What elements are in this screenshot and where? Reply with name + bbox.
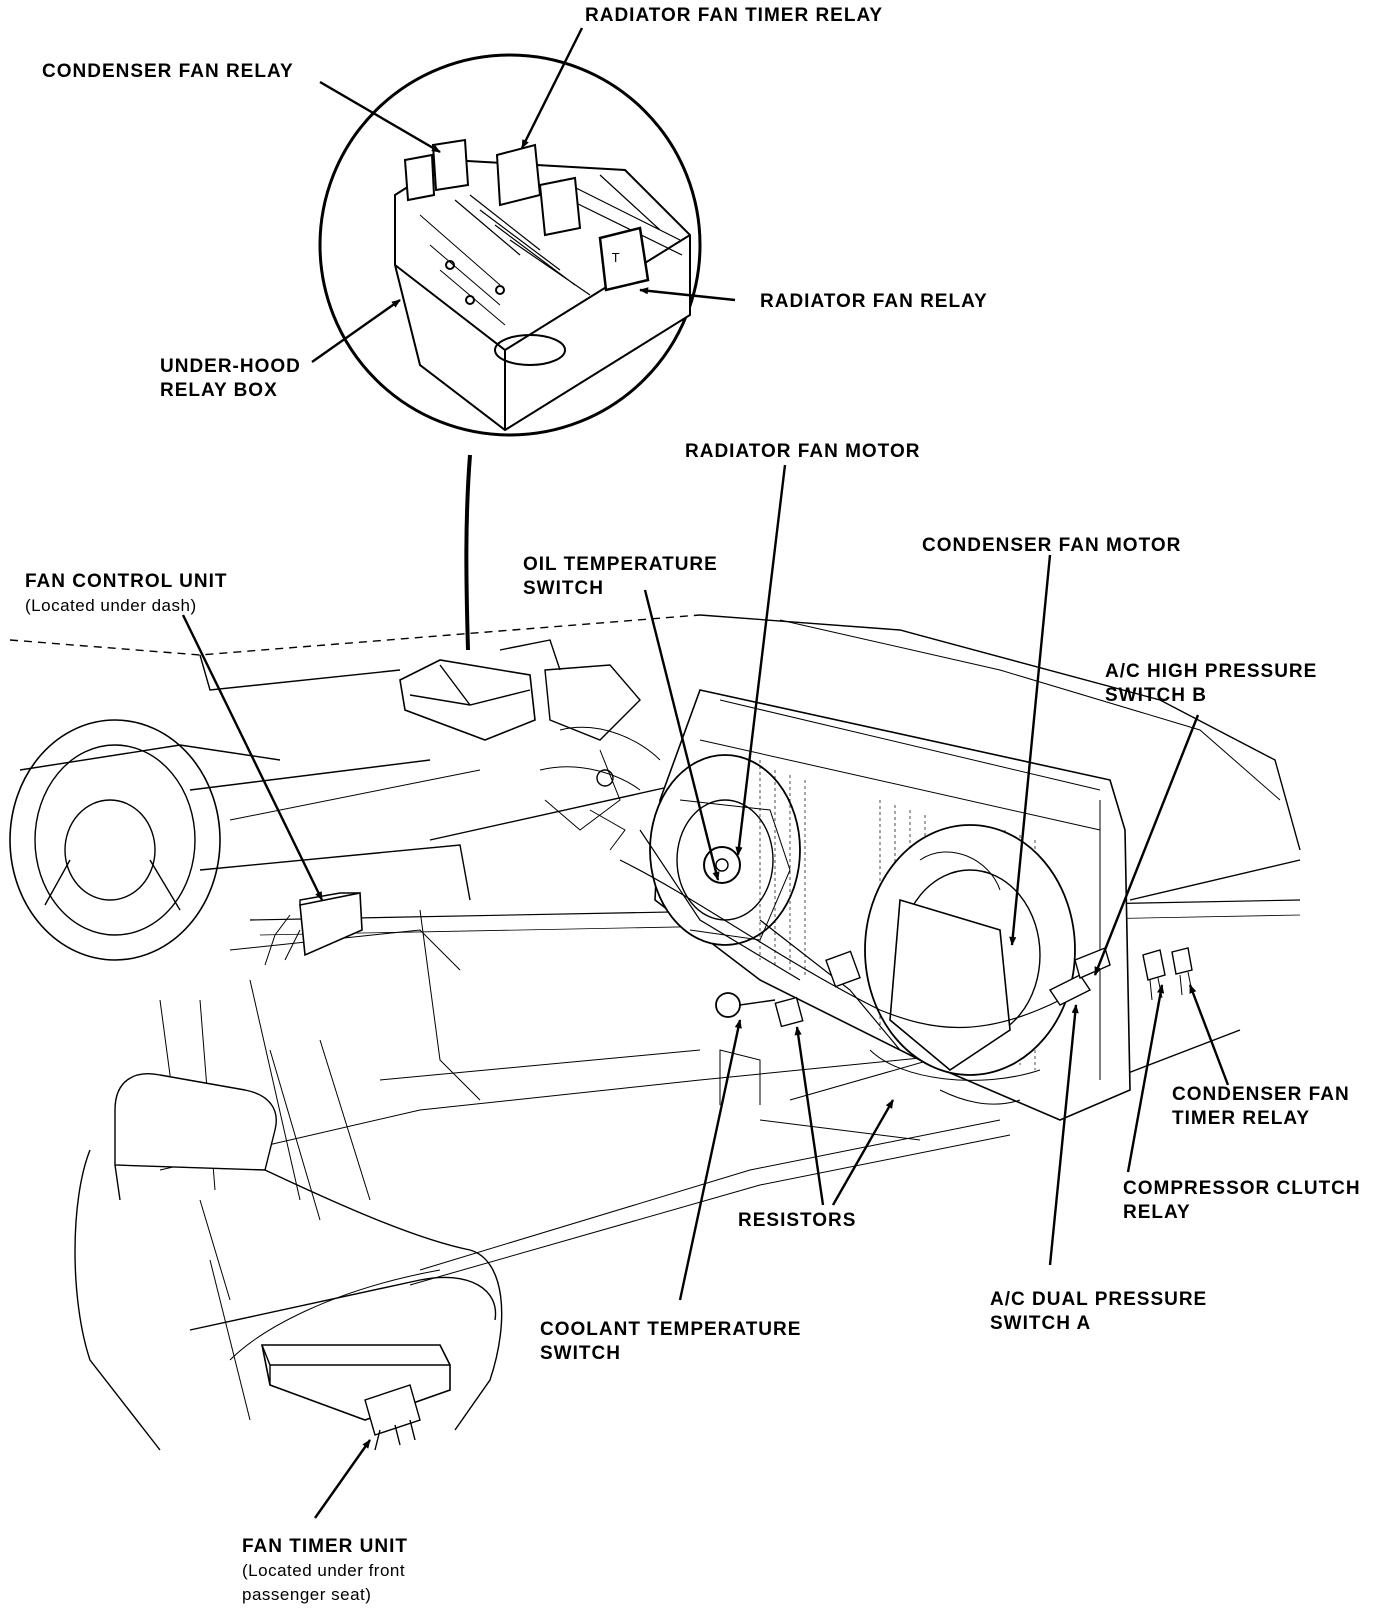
label-line: SWITCH bbox=[540, 1343, 621, 1364]
leader-condenser-fan-timer-relay bbox=[1188, 984, 1230, 1086]
label-radiator-fan-relay: RADIATOR FAN RELAY bbox=[760, 290, 988, 314]
label-line: RADIATOR FAN RELAY bbox=[760, 291, 988, 312]
leader-fan-timer-unit bbox=[314, 1439, 371, 1519]
leader-compressor-clutch-relay bbox=[1126, 984, 1165, 1173]
label-line: UNDER-HOOD bbox=[160, 356, 301, 377]
fan-control-unit-shape bbox=[299, 892, 363, 957]
label-line: RELAY BOX bbox=[160, 380, 278, 401]
condenser-fan-motor-body bbox=[889, 898, 1011, 1071]
coolant-temperature-switch-shape bbox=[715, 992, 741, 1018]
condenser-fan-relay-shape bbox=[431, 138, 470, 192]
label-line: TIMER RELAY bbox=[1172, 1108, 1311, 1129]
label-ac-high-pressure-switch-b: A/C HIGH PRESSURE SWITCH B bbox=[1105, 660, 1317, 708]
label-radiator-fan-motor: RADIATOR FAN MOTOR bbox=[685, 440, 920, 464]
leader-radiator-fan-timer-relay bbox=[520, 27, 584, 149]
leader-ac-high-pressure-switch-b bbox=[1093, 714, 1200, 976]
label-line: SWITCH bbox=[523, 578, 604, 599]
relay-box-magnifier: T bbox=[318, 53, 702, 437]
magnifier-circle bbox=[318, 53, 702, 437]
label-line: COMPRESSOR CLUTCH bbox=[1123, 1178, 1361, 1199]
leader-condenser-fan-motor bbox=[1009, 554, 1052, 946]
label-line: CONDENSER FAN RELAY bbox=[42, 61, 294, 82]
label-line: RADIATOR FAN TIMER RELAY bbox=[585, 5, 884, 26]
label-line: RADIATOR FAN MOTOR bbox=[685, 441, 921, 462]
bay-relay-box bbox=[399, 659, 536, 741]
label-line: SWITCH A bbox=[990, 1313, 1092, 1334]
label-line: A/C HIGH PRESSURE bbox=[1105, 661, 1318, 682]
label-line: RESISTORS bbox=[738, 1210, 857, 1231]
label-condenser-fan-relay: CONDENSER FAN RELAY bbox=[42, 60, 294, 84]
leader-condenser-fan-relay bbox=[319, 80, 441, 154]
leader-fan-control-unit bbox=[181, 614, 324, 901]
magnifier-leader-line bbox=[464, 454, 472, 651]
label-condenser-fan-motor: CONDENSER FAN MOTOR bbox=[922, 534, 1181, 558]
label-coolant-temperature-switch: COOLANT TEMPERATURE SWITCH bbox=[540, 1318, 801, 1366]
label-note: (Located under front bbox=[242, 1561, 406, 1580]
radiator-fan-timer-relay-shape bbox=[495, 143, 542, 207]
engine-bay bbox=[264, 639, 1193, 1121]
svg-text:T: T bbox=[611, 251, 620, 265]
label-oil-temperature-switch: OIL TEMPERATURE SWITCH bbox=[523, 553, 718, 601]
resistor-shape-1 bbox=[774, 996, 804, 1028]
label-line: A/C DUAL PRESSURE bbox=[990, 1289, 1208, 1310]
label-line: FAN TIMER UNIT bbox=[242, 1536, 408, 1557]
label-condenser-fan-timer-relay: CONDENSER FAN TIMER RELAY bbox=[1172, 1083, 1350, 1131]
label-line: OIL TEMPERATURE bbox=[523, 554, 718, 575]
label-line: CONDENSER FAN bbox=[1172, 1084, 1350, 1105]
leader-resistors-1 bbox=[794, 1026, 825, 1206]
label-note: passenger seat) bbox=[242, 1585, 372, 1604]
compressor-clutch-relay-shape bbox=[1142, 949, 1166, 981]
leader-ac-dual-pressure-switch-a bbox=[1048, 1004, 1079, 1266]
leader-radiator-fan-relay bbox=[639, 287, 736, 302]
label-line: SWITCH B bbox=[1105, 685, 1207, 706]
leader-under-hood-relay-box bbox=[311, 299, 401, 363]
label-line: CONDENSER FAN MOTOR bbox=[922, 535, 1182, 556]
label-fan-control-unit: FAN CONTROL UNIT (Located under dash) bbox=[25, 570, 227, 618]
radiator-fan-motor-hub bbox=[703, 846, 741, 884]
label-compressor-clutch-relay: COMPRESSOR CLUTCH RELAY bbox=[1123, 1177, 1361, 1225]
leader-resistors-2 bbox=[831, 1099, 895, 1206]
condenser-fan-timer-relay-shape bbox=[1171, 947, 1193, 975]
label-resistors: RESISTORS bbox=[738, 1209, 856, 1233]
label-under-hood-relay-box: UNDER-HOOD RELAY BOX bbox=[160, 355, 301, 403]
label-ac-dual-pressure-switch-a: A/C DUAL PRESSURE SWITCH A bbox=[990, 1288, 1207, 1336]
radiator-fan-relay-shape bbox=[598, 226, 650, 292]
label-line: COOLANT TEMPERATURE bbox=[540, 1319, 802, 1340]
leader-coolant-temperature-switch bbox=[678, 1019, 742, 1301]
leader-oil-temperature-switch bbox=[643, 589, 720, 881]
leader-radiator-fan-motor bbox=[735, 464, 787, 856]
label-line: FAN CONTROL UNIT bbox=[25, 571, 228, 592]
fan-timer-unit-shape bbox=[261, 1344, 451, 1421]
leader-lines bbox=[181, 27, 1230, 1519]
label-fan-timer-unit: FAN TIMER UNIT (Located under front pass… bbox=[242, 1535, 408, 1607]
label-line: RELAY bbox=[1123, 1202, 1191, 1223]
resistor-shape-2 bbox=[825, 950, 861, 988]
label-radiator-fan-timer-relay: RADIATOR FAN TIMER RELAY bbox=[585, 4, 883, 28]
label-note: (Located under dash) bbox=[25, 596, 197, 615]
